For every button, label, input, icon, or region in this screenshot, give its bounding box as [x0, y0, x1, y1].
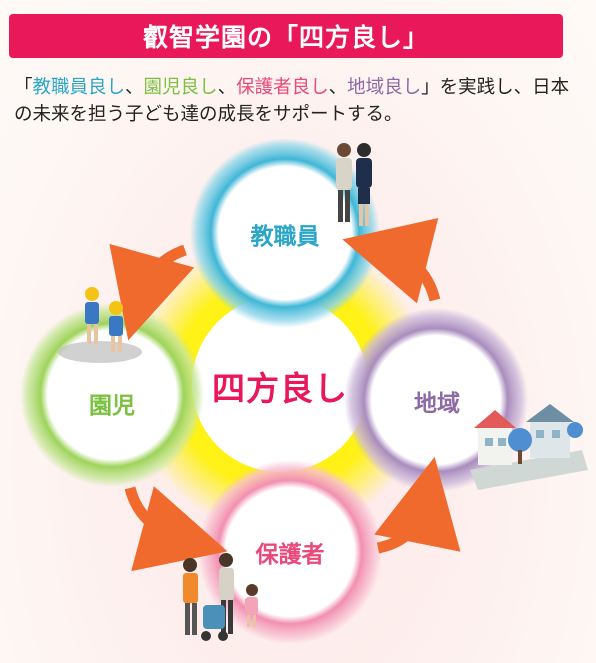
lead-staff: 教職員良し	[32, 77, 126, 98]
title-banner: 叡智学園の「四方良し」	[9, 14, 563, 58]
lead-sep: 、	[217, 77, 237, 98]
center-label: 四方良し	[212, 369, 348, 408]
lead-open-bracket: 「	[14, 77, 33, 98]
arrow-region-to-staff	[342, 218, 441, 304]
lead-sep: 、	[328, 77, 348, 98]
center-circle	[192, 296, 368, 472]
node-region: 地域	[414, 391, 460, 417]
arrow-staff-to-kids	[109, 243, 195, 341]
houses-illustration	[470, 404, 588, 490]
lead-kids: 園児良し	[143, 77, 218, 98]
lead-parents: 保護者良し	[236, 77, 329, 98]
family-stroller-illustration	[183, 553, 258, 641]
node-parents: 保護者	[255, 542, 325, 568]
lead-text: 「教職員良し、園児良し、保護者良し、地域良し」を実践し、日本の未来を担う子ども達…	[14, 74, 586, 128]
arrow-parents-to-region	[374, 456, 461, 554]
lead-region: 地域良し	[347, 77, 422, 98]
node-staff: 教職員	[250, 224, 320, 250]
lead-rest: を実践し、日本の未来を担う子ども達の成長をサポートする。	[14, 77, 570, 125]
lead-close-bracket: 」	[421, 77, 440, 98]
lead-sep: 、	[125, 77, 144, 98]
node-kids: 園児	[89, 393, 135, 419]
arrow-kids-to-parents	[124, 486, 228, 572]
ring-staff	[190, 138, 380, 328]
staff-people-illustration	[336, 143, 372, 226]
page-title: 叡智学園の「四方良し」	[142, 23, 429, 52]
children-illustration	[58, 287, 142, 363]
ring-parents	[198, 460, 382, 644]
